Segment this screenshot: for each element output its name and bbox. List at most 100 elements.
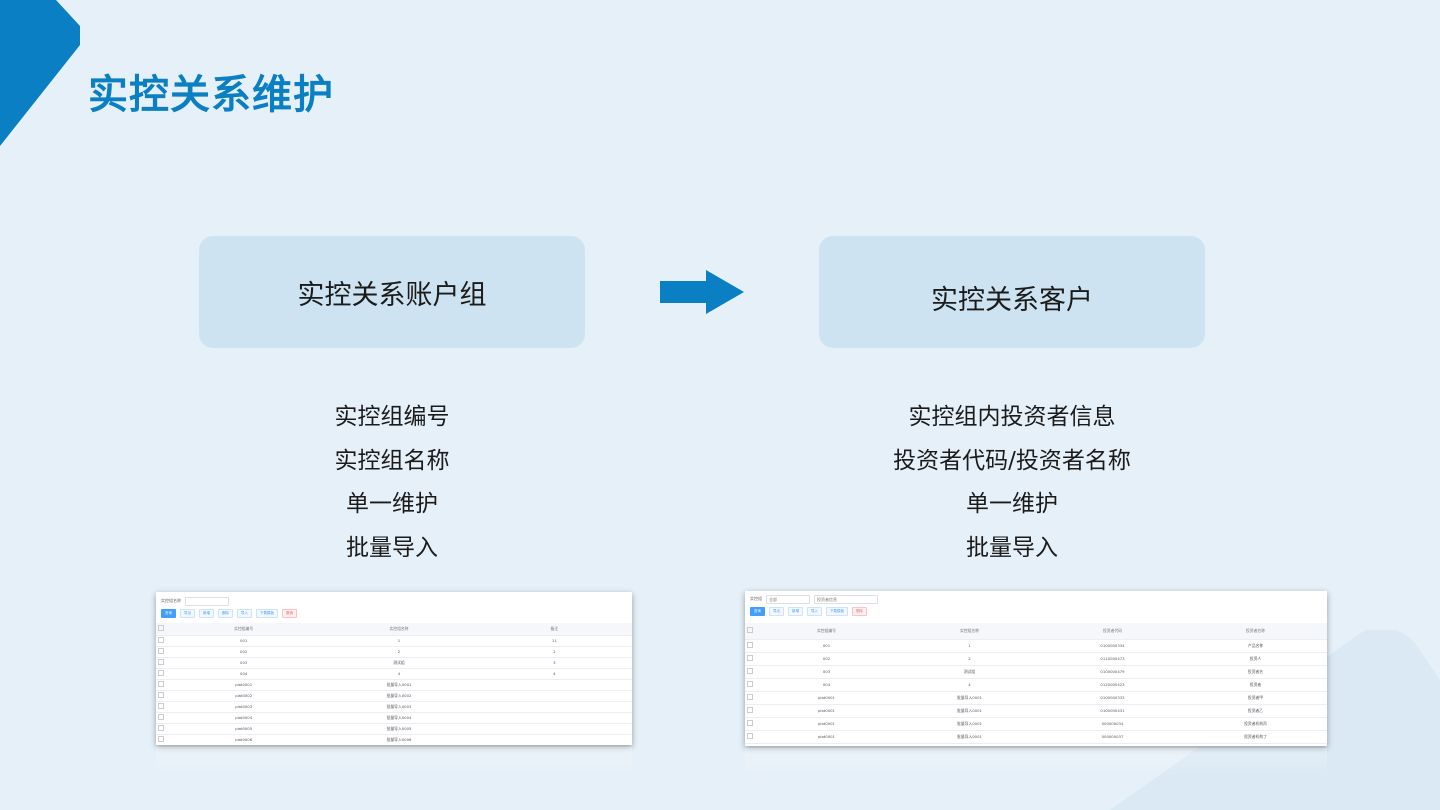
query-button[interactable]: 查询	[750, 607, 765, 616]
table-cell	[476, 690, 632, 702]
table-cell: 000000034	[1041, 717, 1184, 731]
column-header[interactable]: 投资者代码	[1041, 623, 1184, 640]
add-button[interactable]: 新增	[788, 607, 803, 616]
table-cell: 2	[476, 646, 632, 658]
table-cell: 批量导入0001	[898, 691, 1041, 705]
row-checkbox[interactable]	[158, 703, 164, 709]
table-cell: 2	[321, 646, 477, 658]
row-checkbox[interactable]	[158, 659, 164, 665]
table-cell: 004	[166, 668, 322, 680]
row-checkbox[interactable]	[158, 714, 164, 720]
row-checkbox[interactable]	[158, 637, 164, 643]
select-all-checkbox[interactable]	[158, 625, 164, 632]
feature-item: 单一维护	[966, 491, 1058, 517]
row-checkbox[interactable]	[747, 655, 753, 661]
group-select[interactable]: 全部	[766, 594, 810, 604]
column-header[interactable]: 备注	[476, 623, 632, 636]
investor-info-input[interactable]: 投资者信息	[814, 594, 878, 604]
feature-item: 批量导入	[346, 534, 438, 561]
account-group-label: 实控关系账户组	[297, 279, 487, 311]
table-cell: 0100000334	[1041, 639, 1184, 653]
query-button[interactable]: 查询	[161, 608, 176, 618]
column-header[interactable]: 实控组名称	[321, 623, 477, 636]
table-cell: plat0002	[166, 690, 322, 702]
table-cell: 投资者甲	[1184, 691, 1327, 705]
row-checkbox[interactable]	[747, 707, 753, 713]
table-cell: 1	[321, 635, 477, 647]
table-cell: plat0001	[755, 691, 898, 705]
row-checkbox[interactable]	[158, 692, 164, 698]
table-cell: 004	[755, 678, 898, 692]
row-checkbox[interactable]	[158, 725, 164, 731]
table-cell: 002	[755, 652, 898, 666]
feature-item: 实控组名称	[334, 447, 450, 474]
column-header[interactable]: 投资者名称	[1184, 623, 1327, 640]
export-button[interactable]: 导出	[769, 607, 784, 616]
row-checkbox[interactable]	[747, 681, 753, 687]
table-cell	[476, 679, 632, 691]
feature-item: 实控组内投资者信息	[908, 404, 1116, 430]
table-cell: 批量导入0003	[321, 701, 477, 713]
group-name-input[interactable]	[185, 596, 229, 606]
row-checkbox[interactable]	[158, 681, 164, 687]
table-cell: 批量导入0001	[321, 679, 477, 691]
add-button[interactable]: 新增	[199, 608, 214, 618]
row-checkbox[interactable]	[158, 648, 164, 654]
row-checkbox[interactable]	[747, 642, 753, 648]
column-header[interactable]: 实控组编号	[166, 623, 322, 636]
table-cell: 0110000473	[1041, 652, 1184, 666]
download-template-button[interactable]: 下载模板	[826, 607, 848, 616]
table-cell: plat0005	[166, 723, 322, 735]
row-checkbox[interactable]	[747, 668, 753, 674]
table-cell: 投资者	[1184, 678, 1327, 692]
table-cell: 003	[755, 665, 898, 679]
table-cell: 000000037	[1041, 730, 1184, 744]
revoke-button[interactable]: 撤销	[282, 608, 297, 618]
table-cell: plat0001	[755, 704, 898, 718]
select-all-checkbox[interactable]	[747, 627, 753, 634]
import-button[interactable]: 导入	[807, 607, 822, 616]
table-cell: plat0001	[755, 717, 898, 731]
table-cell: 测试组	[898, 665, 1041, 679]
row-checkbox[interactable]	[747, 720, 753, 726]
table-cell: 批量导入0002	[321, 690, 477, 702]
delete-button[interactable]: 删除	[852, 607, 867, 616]
row-checkbox[interactable]	[747, 694, 753, 700]
screenshot-reflection	[156, 747, 632, 777]
table-cell: 2	[898, 652, 1041, 666]
column-header[interactable]: 实控组名称	[898, 623, 1041, 640]
table-cell: 产品名称	[1184, 639, 1327, 653]
row-checkbox[interactable]	[747, 733, 753, 739]
row-checkbox[interactable]	[158, 736, 164, 742]
export-button[interactable]: 导出	[180, 608, 195, 618]
table-cell	[476, 712, 632, 724]
delete-button[interactable]: 删除	[218, 608, 233, 618]
column-header[interactable]: 实控组编号	[755, 623, 898, 640]
client-label: 实控关系客户	[931, 284, 1093, 316]
table-cell: 投资者机构丙	[1184, 717, 1327, 731]
table-cell	[476, 701, 632, 713]
account-group-screenshot: 实控组名称 查询 导出 新增 删除 导入 下载模板 撤销 实控组编号 实控组名称…	[156, 592, 632, 745]
download-template-button[interactable]: 下载模板	[256, 608, 278, 618]
table-cell: 0100000479	[1041, 665, 1184, 679]
import-button[interactable]: 导入	[237, 608, 252, 618]
row-checkbox[interactable]	[158, 670, 164, 676]
